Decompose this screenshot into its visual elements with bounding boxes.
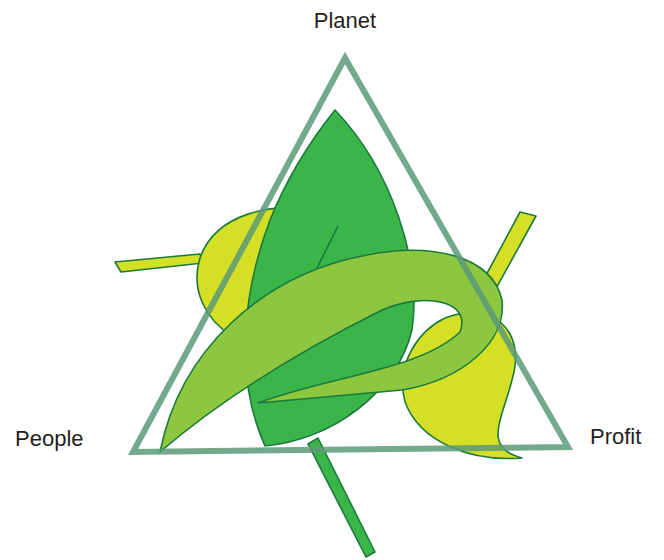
vertex-label: Planet xyxy=(314,8,376,34)
leaf-stem xyxy=(308,438,375,557)
leaf xyxy=(160,250,502,452)
vertex-label: People xyxy=(15,426,84,452)
triangle-outline xyxy=(133,58,568,452)
leaf-stem xyxy=(115,254,203,272)
vertex-label: Profit xyxy=(590,424,641,450)
